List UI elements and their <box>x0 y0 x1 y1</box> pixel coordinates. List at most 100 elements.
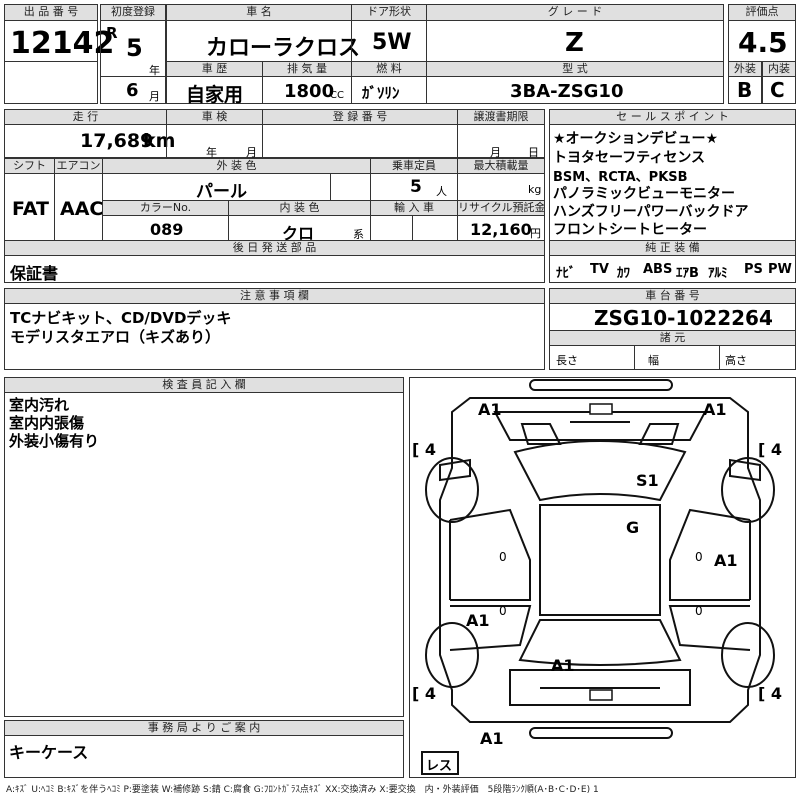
color-no-label: カラーNo. <box>102 200 229 216</box>
door-label: ドア形状 <box>351 4 427 21</box>
notes-line: TCナビキット、CD/DVDデッキ <box>10 309 232 327</box>
inspector-line: 室内内張傷 <box>9 414 85 432</box>
divider <box>100 76 166 77</box>
damage-mark-front-right: A1 <box>703 400 727 419</box>
capacity-unit: 人 <box>436 185 447 198</box>
damage-mark-rear-bumper: A1 <box>480 729 504 748</box>
shift: FAT <box>12 198 49 220</box>
era: R <box>106 24 118 42</box>
equipment-abs: ABS <box>643 262 673 277</box>
import-label: 輸 入 車 <box>370 200 458 216</box>
reg-no-label: 登 録 番 号 <box>262 109 458 125</box>
capacity: 5 <box>410 177 422 197</box>
ac-label: エアコン <box>54 158 103 174</box>
interior-label: 内装 <box>762 61 796 77</box>
recycle-label: リサイクル預託金 <box>457 200 545 216</box>
reg-no-cell <box>262 124 458 158</box>
zero-mark: 0 <box>499 550 507 564</box>
chassis-number: ZSG10-1022264 <box>594 306 773 330</box>
tire-rear-right: [ 4 <box>758 684 783 703</box>
later-parts: 保証書 <box>10 264 59 283</box>
equipment-ps: PS <box>744 262 763 277</box>
sales-point-line: BSM、RCTA、PKSB <box>553 170 688 185</box>
int-color-unit: 系 <box>353 228 364 241</box>
notes-label: 注 意 事 項 欄 <box>4 288 545 304</box>
equipment-tv: TV <box>590 262 609 277</box>
notes-box <box>4 303 545 370</box>
chassis-label: 車 台 番 号 <box>549 288 796 304</box>
damage-mark-roof-front: S1 <box>636 471 659 490</box>
transfer-cell <box>457 124 545 158</box>
equipment-airbag: ｴｱB <box>676 266 699 281</box>
inspection-month-unit: 月 <box>246 146 257 159</box>
tire-front-right: [ 4 <box>758 440 783 459</box>
grade-label: グ レ ー ド <box>426 4 724 21</box>
fuel-label: 燃 料 <box>351 61 427 77</box>
score: 4.5 <box>738 26 788 59</box>
shift-label: シフト <box>4 158 55 174</box>
year-unit: 年 <box>149 64 160 77</box>
int-color-label: 内 装 色 <box>228 200 371 216</box>
sales-point-line: ★オークションデビュー★ <box>553 131 719 147</box>
dims-label: 諸 元 <box>549 330 796 346</box>
damage-mark-windshield: G <box>626 518 640 537</box>
history: 自家用 <box>186 84 244 106</box>
month-unit: 月 <box>149 90 160 103</box>
sales-points-label: セ ー ル ス ポ イ ン ト <box>549 109 796 125</box>
legend: A:ｷｽﾞ U:ﾍｺﾐ B:ｷｽﾞを伴うﾍｺﾐ P:要塗装 W:補修跡 S:錆 … <box>6 785 599 795</box>
car-name-label: 車 名 <box>166 4 352 21</box>
lot-number-blank <box>4 61 98 104</box>
notes-line: モデリスタエアロ（キズあり） <box>10 328 221 346</box>
model-cell <box>426 76 724 104</box>
displacement-label: 排 気 量 <box>262 61 352 77</box>
divider <box>412 215 413 241</box>
grade: Z <box>565 28 584 58</box>
import-cell <box>370 215 458 241</box>
car-name: カローラクロス <box>206 36 361 61</box>
height-label: 高さ <box>725 354 747 367</box>
office-box <box>4 735 404 778</box>
zero-mark: 0 <box>695 604 703 618</box>
damage-mark-right-door: A1 <box>714 551 738 570</box>
width-cell <box>634 345 720 370</box>
lot-number: 12142 <box>10 26 115 61</box>
car-diagram-frame <box>409 377 796 778</box>
door: 5W <box>372 30 412 55</box>
interior-score: C <box>770 78 785 102</box>
zero-mark: 0 <box>499 604 507 618</box>
length-label: 長さ <box>556 354 578 367</box>
transfer-day-unit: 日 <box>528 146 539 159</box>
mileage: 17,689 <box>80 130 154 152</box>
interior-cell <box>762 76 796 104</box>
equipment-leather: ｶﾜ <box>617 266 630 281</box>
damage-mark-left-rear: A1 <box>466 611 490 630</box>
displacement-unit: CC <box>330 90 344 101</box>
spare-tire-label: レス <box>426 759 453 774</box>
first-reg-year: 5 <box>126 34 143 62</box>
sales-point-line: パノラミックビューモニター <box>553 186 735 202</box>
damage-mark-front-left: A1 <box>478 400 502 419</box>
inspector-label: 検 査 員 記 入 欄 <box>4 377 404 393</box>
recycle: 12,160 <box>470 220 532 239</box>
int-color: クロ <box>282 224 315 243</box>
max-load-label: 最大積載量 <box>457 158 545 174</box>
exterior-label: 外装 <box>728 61 762 77</box>
later-parts-cell <box>4 255 545 283</box>
color: パール <box>196 182 247 202</box>
inspector-line: 外装小傷有り <box>9 432 100 450</box>
sales-point-line: トヨタセーフティセンス <box>553 150 706 166</box>
equipment-alloy: ｱﾙﾐ <box>708 266 728 281</box>
equipment-box <box>549 255 796 283</box>
color-no: 089 <box>150 220 184 239</box>
max-load-unit: kg <box>528 183 542 196</box>
mileage-label: 走 行 <box>4 109 167 125</box>
transfer-label: 譲渡書期限 <box>457 109 545 125</box>
exterior-score: B <box>737 78 753 102</box>
later-parts-label: 後 日 発 送 部 品 <box>4 240 545 256</box>
model-label: 型 式 <box>426 61 724 77</box>
sales-point-line: ハンズフリーパワーバックドア <box>553 204 749 220</box>
equipment-navi: ﾅﾋﾞ <box>556 266 576 281</box>
inspector-box <box>4 392 404 717</box>
mileage-unit: km <box>143 130 176 152</box>
office-text: キーケース <box>9 743 89 762</box>
